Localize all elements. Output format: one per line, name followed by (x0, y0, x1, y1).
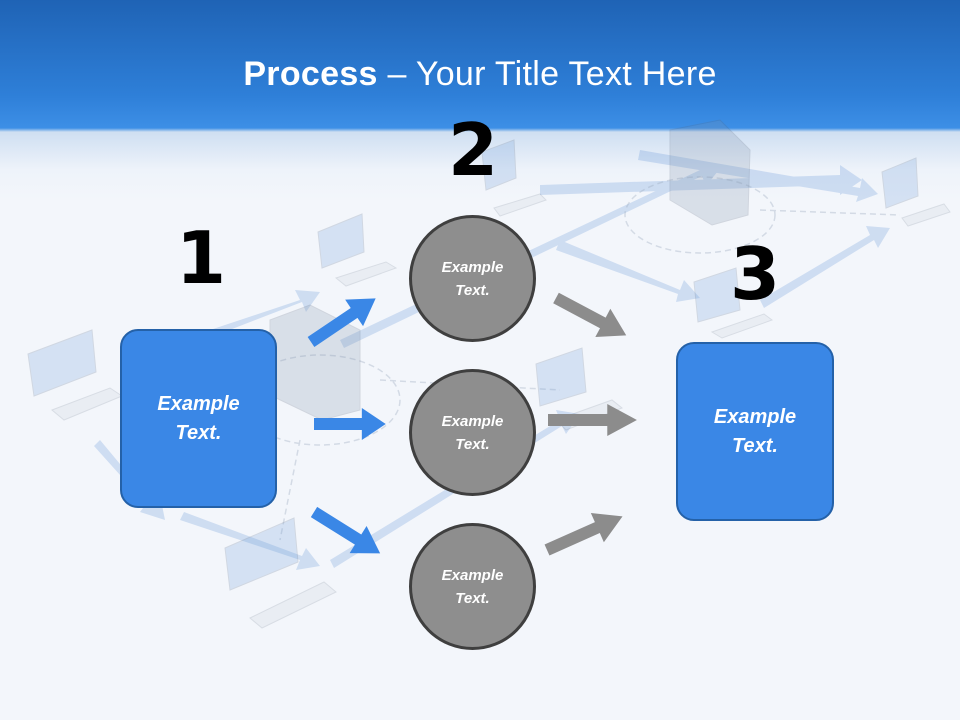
blue-arrow-right (314, 408, 386, 440)
slide-title: Process – Your Title Text Here (0, 52, 960, 96)
blue-arrows (302, 285, 389, 567)
step-1-text: Example Text. (157, 392, 240, 444)
step-2-circle-top: Example Text. (409, 215, 536, 342)
step-number-3: 3 (730, 232, 781, 316)
circle-text: Example Text. (441, 258, 504, 299)
gray-arrow-right (548, 404, 637, 436)
step-number-2: 2 (448, 108, 499, 192)
step-3-text: Example Text. (713, 405, 797, 457)
header-band (0, 0, 960, 200)
circle-text: Example Text. (441, 412, 504, 453)
circle-text: Example Text. (441, 566, 504, 607)
step-3-box: Example Text. (676, 342, 834, 521)
step-number-1: 1 (176, 216, 227, 300)
step-1-box: Example Text. (120, 329, 277, 508)
step-2-circle-middle: Example Text. (409, 369, 536, 496)
title-rest: – Your Title Text Here (377, 55, 717, 93)
gray-arrow-down (548, 283, 634, 350)
step-2-circle-bottom: Example Text. (409, 523, 536, 650)
gray-arrow-up (540, 501, 630, 565)
title-bold: Process (243, 55, 378, 93)
gray-arrows (540, 283, 637, 565)
blue-arrow-down (305, 498, 389, 567)
blue-arrow-up (302, 285, 385, 356)
